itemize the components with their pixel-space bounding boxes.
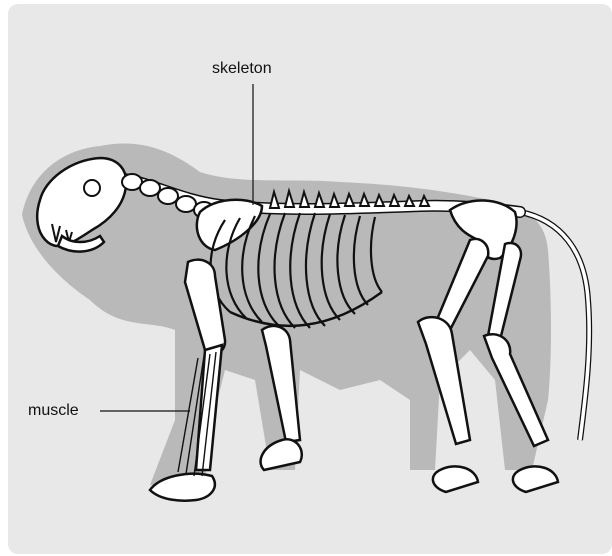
muscle-label: muscle xyxy=(28,402,79,420)
skeleton-label: skeleton xyxy=(212,60,272,78)
